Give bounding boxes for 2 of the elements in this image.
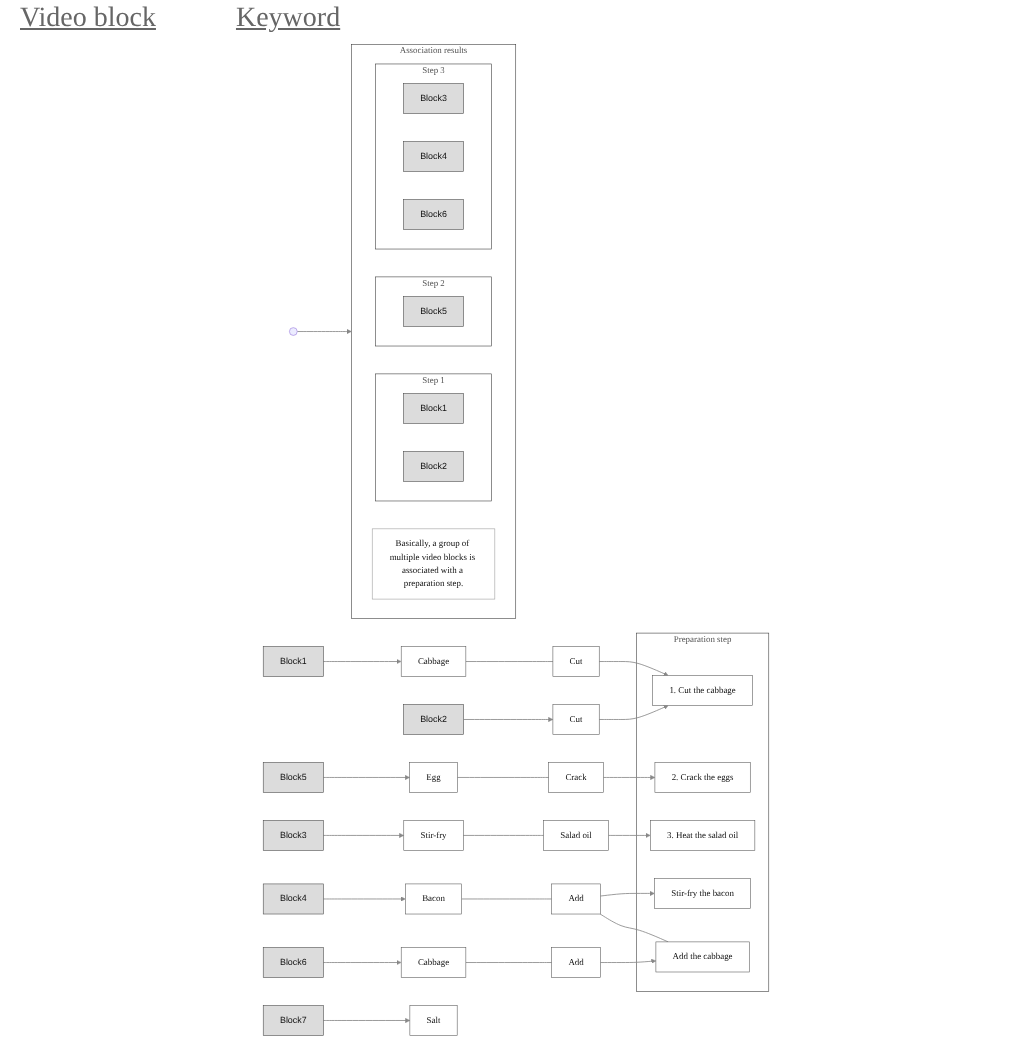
column-heading: Keyword [235, 4, 341, 36]
column-heading: Video block [20, 4, 156, 36]
